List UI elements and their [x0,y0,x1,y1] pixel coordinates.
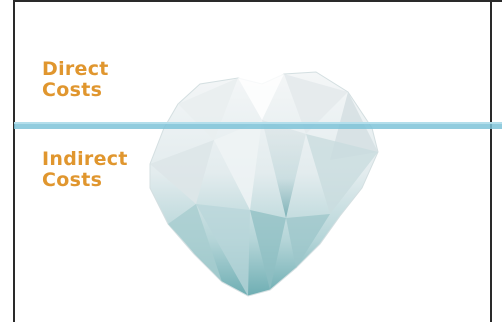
direct-costs-label-line2: Costs [42,80,109,101]
direct-costs-label-line1: Direct [42,59,109,80]
waterline-highlight [14,122,502,124]
direct-costs-label: Direct Costs [42,59,109,101]
indirect-costs-label: Indirect Costs [42,149,128,191]
indirect-costs-label-line1: Indirect [42,149,128,170]
indirect-costs-label-line2: Costs [42,170,128,191]
